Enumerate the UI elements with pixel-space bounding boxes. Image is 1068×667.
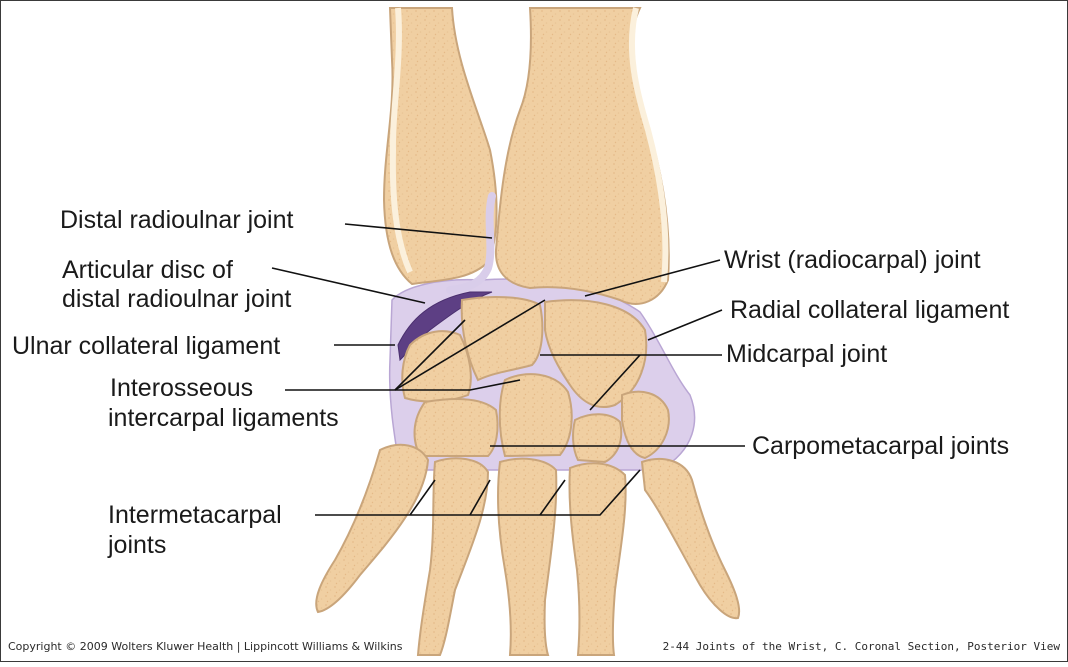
leader-midcarpal-2	[589, 354, 641, 411]
label-intermetacarpal-line2: joints	[108, 531, 167, 559]
label-interosseous-line1: Interosseous	[110, 374, 254, 402]
leader-lines	[271, 223, 745, 516]
leader-intermetacarpal-4	[539, 479, 566, 516]
leader-distal-radioulnar	[344, 223, 493, 239]
leader-intermetacarpal-3	[469, 479, 491, 516]
leader-interosseous-2	[394, 319, 466, 391]
carpal-capitate	[498, 373, 573, 458]
radius-cortex	[628, 7, 669, 283]
carpal-trapezium	[621, 390, 670, 460]
metacarpal-2	[568, 462, 627, 656]
radioulnar-joint-space	[446, 192, 496, 294]
label-distal-radioulnar-joint: Distal radioulnar joint	[60, 206, 294, 234]
radius-bone	[494, 7, 670, 305]
carpal-trapezoid	[572, 413, 623, 464]
label-ulnar-collateral-ligament: Ulnar collateral ligament	[12, 332, 281, 360]
leader-wrist-joint	[584, 259, 721, 297]
carpal-hamate	[413, 398, 499, 457]
ulna-cortex	[389, 7, 413, 274]
label-radial-collateral-ligament: Radial collateral ligament	[730, 296, 1010, 324]
metacarpal-1	[640, 458, 741, 620]
label-articular-disc-line2: distal radioulnar joint	[62, 285, 292, 313]
metacarpal-3	[496, 457, 558, 656]
leader-interosseous-3	[395, 379, 521, 391]
label-carpometacarpal-joints: Carpometacarpal joints	[752, 432, 1010, 460]
metacarpal-4	[416, 457, 490, 656]
label-articular-disc-line1: Articular disc of	[62, 256, 233, 284]
label-midcarpal-joint: Midcarpal joint	[726, 340, 888, 368]
figure-caption: 2-44 Joints of the Wrist, C. Coronal Sec…	[662, 640, 1060, 653]
leader-intermetacarpal-2	[409, 479, 436, 516]
leader-articular-disc	[271, 267, 426, 304]
metacarpal-5	[315, 443, 430, 614]
label-intermetacarpal-line1: Intermetacarpal	[108, 501, 282, 529]
label-interosseous-line2: intercarpal ligaments	[108, 404, 339, 432]
carpal-triquetrum	[401, 330, 472, 403]
ulna-bone	[382, 7, 498, 286]
label-wrist-radiocarpal-joint: Wrist (radiocarpal) joint	[724, 246, 981, 274]
leader-radial-collateral	[647, 309, 723, 341]
copyright-text: Copyright © 2009 Wolters Kluwer Health |…	[8, 640, 403, 653]
